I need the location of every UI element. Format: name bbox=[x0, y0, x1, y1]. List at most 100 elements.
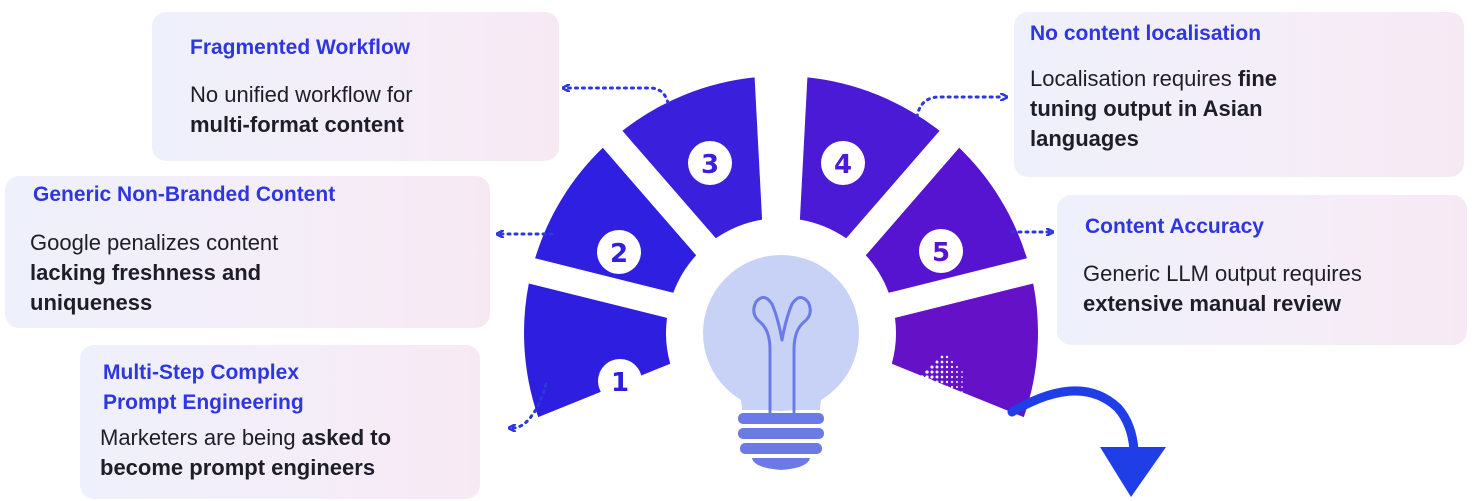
logo-dot bbox=[940, 380, 944, 384]
logo-dot bbox=[930, 385, 934, 389]
card-content-accuracy: Content Accuracy Generic LLM output requ… bbox=[1057, 195, 1467, 345]
card-generic-content: Generic Non-Branded Content Google penal… bbox=[5, 176, 490, 328]
logo-dot bbox=[945, 380, 949, 384]
logo-dot bbox=[950, 395, 954, 399]
logo-dot bbox=[920, 375, 924, 379]
logo-dot bbox=[950, 360, 954, 364]
card-fragmented-workflow: Fragmented Workflow No unified workflow … bbox=[152, 12, 559, 161]
logo-dot bbox=[945, 370, 949, 374]
card-description: Marketers are being asked to become prom… bbox=[100, 423, 480, 483]
logo-dot bbox=[935, 400, 939, 404]
logo-dot bbox=[925, 385, 929, 389]
card-description: Generic LLM output requires extensive ma… bbox=[1083, 259, 1463, 319]
card-title: Generic Non-Branded Content bbox=[33, 183, 336, 206]
logo-dot bbox=[945, 375, 949, 379]
logo-dot bbox=[940, 395, 944, 399]
logo-dot bbox=[956, 366, 958, 368]
svg-text:5: 5 bbox=[932, 238, 950, 268]
logo-dot bbox=[925, 380, 929, 384]
logo-dot bbox=[930, 370, 934, 374]
description-line: Localisation requires fine bbox=[1030, 66, 1278, 91]
description-line-bold: extensive manual review bbox=[1083, 291, 1342, 316]
logo-dot bbox=[950, 365, 954, 369]
svg-text:a: a bbox=[916, 368, 936, 403]
card-title: Multi-Step Complex Prompt Engineering bbox=[103, 358, 304, 418]
logo-dot bbox=[940, 400, 944, 404]
lightbulb-icon bbox=[703, 255, 859, 470]
description-line-bold: lacking freshness and bbox=[30, 260, 262, 285]
segment-logo bbox=[891, 283, 1038, 418]
logo-dot bbox=[945, 395, 949, 399]
connector-arrow-1 bbox=[512, 382, 548, 428]
segment-1 bbox=[524, 283, 671, 418]
card-title: Fragmented Workflow bbox=[190, 36, 411, 59]
card-description: Localisation requires fine tuning output… bbox=[1030, 64, 1450, 154]
logo-dot bbox=[945, 405, 949, 409]
logo-dot bbox=[935, 390, 939, 394]
connector-arrow-4 bbox=[915, 97, 1004, 119]
description-line: No unified workflow for bbox=[190, 82, 413, 107]
logo-dot bbox=[956, 376, 958, 378]
logo-dot bbox=[956, 386, 958, 388]
segment-number-2: 2 bbox=[597, 230, 641, 274]
logo-dot bbox=[940, 390, 944, 394]
logo-dot bbox=[950, 385, 954, 389]
logo-dot bbox=[961, 381, 963, 383]
logo-dot bbox=[935, 385, 939, 389]
logo-dot bbox=[945, 360, 949, 364]
segment-ring bbox=[524, 77, 1038, 418]
description-line: Google penalizes content bbox=[30, 230, 279, 255]
logo-dot bbox=[930, 395, 934, 399]
logo-dot bbox=[940, 385, 944, 389]
logo-dot bbox=[920, 380, 924, 384]
logo-dot bbox=[940, 370, 944, 374]
logo-dot bbox=[935, 370, 939, 374]
description-line-bold: become prompt engineers bbox=[100, 455, 376, 480]
card-title: No content localisation bbox=[1030, 22, 1262, 45]
logo-dot bbox=[940, 355, 944, 359]
description-line-bold: tuning output in Asian bbox=[1030, 96, 1263, 121]
svg-text:3: 3 bbox=[701, 150, 719, 180]
brand-logo-icon: a bbox=[916, 355, 963, 409]
logo-dot bbox=[935, 395, 939, 399]
logo-dot bbox=[930, 365, 934, 369]
logo-dot bbox=[925, 390, 929, 394]
logo-dot bbox=[956, 391, 958, 393]
svg-text:1: 1 bbox=[611, 368, 629, 398]
segment-number-4: 4 bbox=[821, 141, 865, 185]
logo-dot bbox=[961, 371, 963, 373]
logo-dot bbox=[940, 405, 944, 409]
logo-dot bbox=[956, 396, 958, 398]
logo-dot bbox=[950, 380, 954, 384]
logo-dot bbox=[950, 375, 954, 379]
logo-dot bbox=[935, 375, 939, 379]
segment-5 bbox=[865, 147, 1027, 293]
logo-dot bbox=[930, 380, 934, 384]
segment-2 bbox=[535, 147, 697, 293]
logo-dot bbox=[950, 400, 954, 404]
logo-dot bbox=[956, 371, 958, 373]
logo-dot bbox=[945, 400, 949, 404]
logo-dot bbox=[945, 390, 949, 394]
segment-number-5: 5 bbox=[919, 229, 963, 273]
logo-dot bbox=[961, 391, 963, 393]
svg-text:2: 2 bbox=[610, 239, 628, 269]
description-line-bold: uniqueness bbox=[30, 290, 153, 315]
logo-dot bbox=[961, 386, 963, 388]
segment-4 bbox=[799, 77, 940, 239]
logo-dot bbox=[925, 375, 929, 379]
card-title: Content Accuracy bbox=[1085, 215, 1264, 238]
description-line-bold: multi-format content bbox=[190, 112, 404, 137]
logo-dot bbox=[935, 380, 939, 384]
logo-dot bbox=[950, 370, 954, 374]
card-title-line: Prompt Engineering bbox=[103, 391, 304, 414]
logo-dot bbox=[935, 365, 939, 369]
logo-dot bbox=[961, 376, 963, 378]
svg-text:4: 4 bbox=[834, 150, 852, 180]
logo-dot bbox=[945, 355, 949, 359]
logo-dot bbox=[920, 385, 924, 389]
description-line-bold: languages bbox=[1030, 126, 1139, 151]
logo-dot bbox=[945, 385, 949, 389]
connector-arrow-3 bbox=[566, 88, 670, 105]
